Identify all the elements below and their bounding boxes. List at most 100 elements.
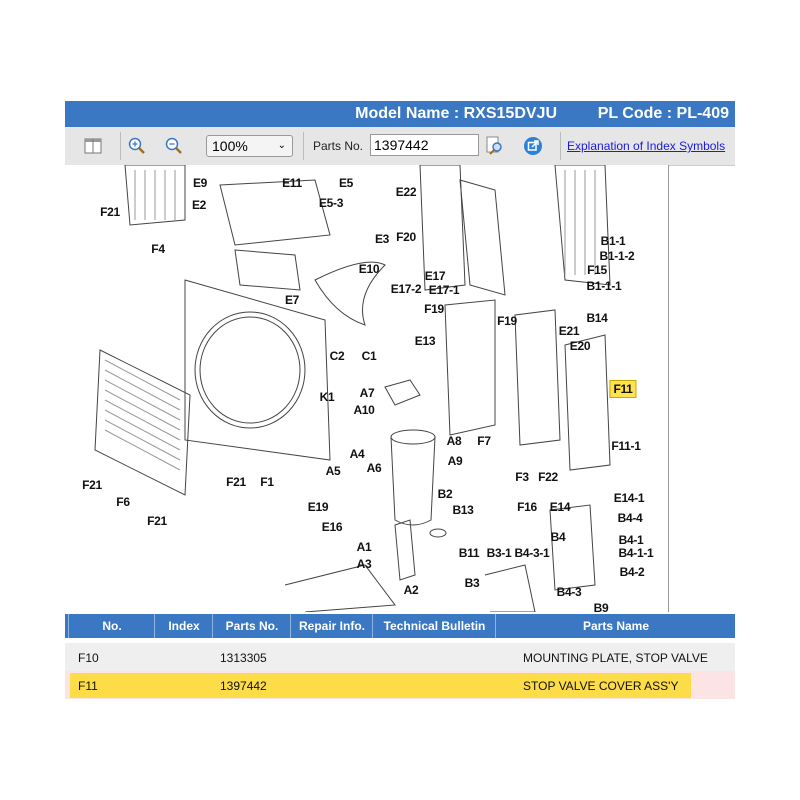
- model-name: Model Name : RXS15DVJU: [355, 105, 557, 122]
- part-index-label[interactable]: A10: [353, 403, 375, 417]
- part-index-label[interactable]: F15: [587, 263, 607, 277]
- part-index-label[interactable]: A6: [366, 461, 382, 475]
- parts-no-input[interactable]: 1397442: [370, 134, 479, 156]
- part-index-label[interactable]: B1-1-2: [599, 249, 635, 263]
- part-index-label[interactable]: A3: [356, 557, 372, 571]
- pl-code: PL Code : PL-409: [597, 105, 729, 122]
- cell-no: F10: [78, 651, 99, 665]
- part-index-label[interactable]: F19: [424, 302, 444, 316]
- part-index-label[interactable]: E20: [569, 339, 591, 353]
- cell-parts-no: 1397442: [220, 679, 267, 693]
- part-index-label[interactable]: F3: [515, 470, 529, 484]
- table-row-selected[interactable]: F11 1397442 STOP VALVE COVER ASS'Y: [65, 671, 735, 699]
- diagram-drawing: [94, 165, 611, 612]
- title-bar: Model Name : RXS15DVJU PL Code : PL-409: [65, 101, 735, 127]
- part-index-label[interactable]: B4-3-1: [514, 546, 550, 560]
- part-index-label[interactable]: A5: [325, 464, 341, 478]
- part-index-label[interactable]: C2: [329, 349, 345, 363]
- part-index-label[interactable]: E2: [191, 198, 207, 212]
- diagram-divider: [668, 165, 669, 612]
- part-index-label[interactable]: F6: [116, 495, 130, 509]
- part-index-label[interactable]: B4-2: [619, 565, 645, 579]
- part-index-label[interactable]: F21: [100, 205, 120, 219]
- cell-parts-name: STOP VALVE COVER ASS'Y: [523, 679, 679, 693]
- part-index-label[interactable]: E5: [338, 176, 354, 190]
- parts-no-label: Parts No.: [313, 139, 364, 153]
- part-index-label[interactable]: E11: [282, 176, 302, 190]
- part-index-label[interactable]: B9: [593, 601, 609, 612]
- part-index-label[interactable]: E21: [558, 324, 580, 338]
- part-index-label[interactable]: E5-3: [318, 196, 344, 210]
- external-link-icon[interactable]: [523, 136, 543, 156]
- part-index-label[interactable]: A4: [349, 447, 365, 461]
- part-index-label[interactable]: E7: [284, 293, 300, 307]
- part-index-label[interactable]: B1-1-1: [586, 279, 622, 293]
- selection-highlight: [70, 673, 691, 698]
- part-index-label[interactable]: F7: [477, 434, 491, 448]
- explanation-link[interactable]: Explanation of Index Symbols: [567, 139, 726, 153]
- part-index-label[interactable]: E17: [424, 269, 446, 283]
- part-index-label[interactable]: E3: [374, 232, 390, 246]
- part-index-label[interactable]: F22: [538, 470, 558, 484]
- part-index-label[interactable]: B13: [452, 503, 474, 517]
- zoom-in-icon[interactable]: [127, 136, 147, 156]
- table-row[interactable]: F10 1313305 MOUNTING PLATE, STOP VALVE: [65, 643, 735, 672]
- part-index-label[interactable]: B1-1: [600, 234, 626, 248]
- part-index-label[interactable]: E17-1: [428, 283, 460, 297]
- toolbar: 100% ⌄ Parts No. 1397442 Explanation of I…: [65, 127, 735, 166]
- part-index-label[interactable]: B4-4: [617, 511, 643, 525]
- zoom-out-icon[interactable]: [164, 136, 184, 156]
- part-index-label[interactable]: F19: [497, 314, 517, 328]
- part-index-label[interactable]: B3: [464, 576, 480, 590]
- chevron-down-icon: ⌄: [277, 140, 286, 151]
- part-index-label[interactable]: B4-3: [556, 585, 582, 599]
- part-index-label[interactable]: A8: [446, 434, 462, 448]
- cell-parts-name: MOUNTING PLATE, STOP VALVE: [523, 651, 708, 665]
- parts-table-header: No. Index Parts No. Repair Info. Technic…: [65, 614, 735, 638]
- part-index-label[interactable]: C1: [361, 349, 377, 363]
- part-index-label[interactable]: F11-1: [611, 439, 641, 453]
- part-index-label[interactable]: B4-1: [618, 533, 644, 547]
- part-index-label[interactable]: E13: [414, 334, 436, 348]
- part-index-label[interactable]: E14-1: [613, 491, 645, 505]
- part-index-label[interactable]: B4: [550, 530, 566, 544]
- part-index-label[interactable]: B2: [437, 487, 453, 501]
- part-index-label[interactable]: B11: [458, 546, 480, 560]
- col-index[interactable]: Index: [154, 614, 213, 638]
- zoom-select[interactable]: 100% ⌄: [206, 135, 293, 157]
- document-search-icon[interactable]: [485, 136, 505, 156]
- part-index-label[interactable]: F21: [82, 478, 102, 492]
- col-parts-name[interactable]: Parts Name: [495, 614, 736, 638]
- part-index-label[interactable]: E10: [358, 262, 380, 276]
- part-index-label[interactable]: F1: [260, 475, 274, 489]
- part-index-label[interactable]: E14: [549, 500, 571, 514]
- part-index-label[interactable]: A1: [356, 540, 372, 554]
- part-index-label[interactable]: E16: [321, 520, 343, 534]
- part-index-label[interactable]: A9: [447, 454, 463, 468]
- part-index-label[interactable]: A2: [403, 583, 419, 597]
- part-index-label[interactable]: A7: [359, 386, 375, 400]
- part-index-label[interactable]: F21: [147, 514, 167, 528]
- col-parts-no[interactable]: Parts No.: [212, 614, 291, 638]
- part-index-label[interactable]: F4: [151, 242, 165, 256]
- part-index-label[interactable]: B3-1: [486, 546, 512, 560]
- part-index-label[interactable]: K1: [319, 390, 335, 404]
- part-index-label[interactable]: E19: [307, 500, 329, 514]
- part-index-label[interactable]: F21: [226, 475, 246, 489]
- part-index-label[interactable]: E17-2: [390, 282, 422, 296]
- layout-icon[interactable]: [83, 136, 103, 156]
- part-index-label[interactable]: F20: [396, 230, 416, 244]
- part-index-label[interactable]: B4-1-1: [618, 546, 654, 560]
- cell-parts-no: 1313305: [220, 651, 267, 665]
- part-index-label[interactable]: E22: [395, 185, 417, 199]
- cell-no: F11: [78, 679, 98, 693]
- col-no[interactable]: No.: [68, 614, 155, 638]
- part-index-label[interactable]: F16: [517, 500, 537, 514]
- col-technical-bulletin[interactable]: Technical Bulletin: [372, 614, 496, 638]
- part-index-label[interactable]: B14: [586, 311, 608, 325]
- part-index-label[interactable]: E9: [192, 176, 208, 190]
- zoom-value: 100%: [212, 138, 248, 154]
- part-index-label[interactable]: F11: [609, 380, 637, 398]
- col-repair-info[interactable]: Repair Info.: [290, 614, 373, 638]
